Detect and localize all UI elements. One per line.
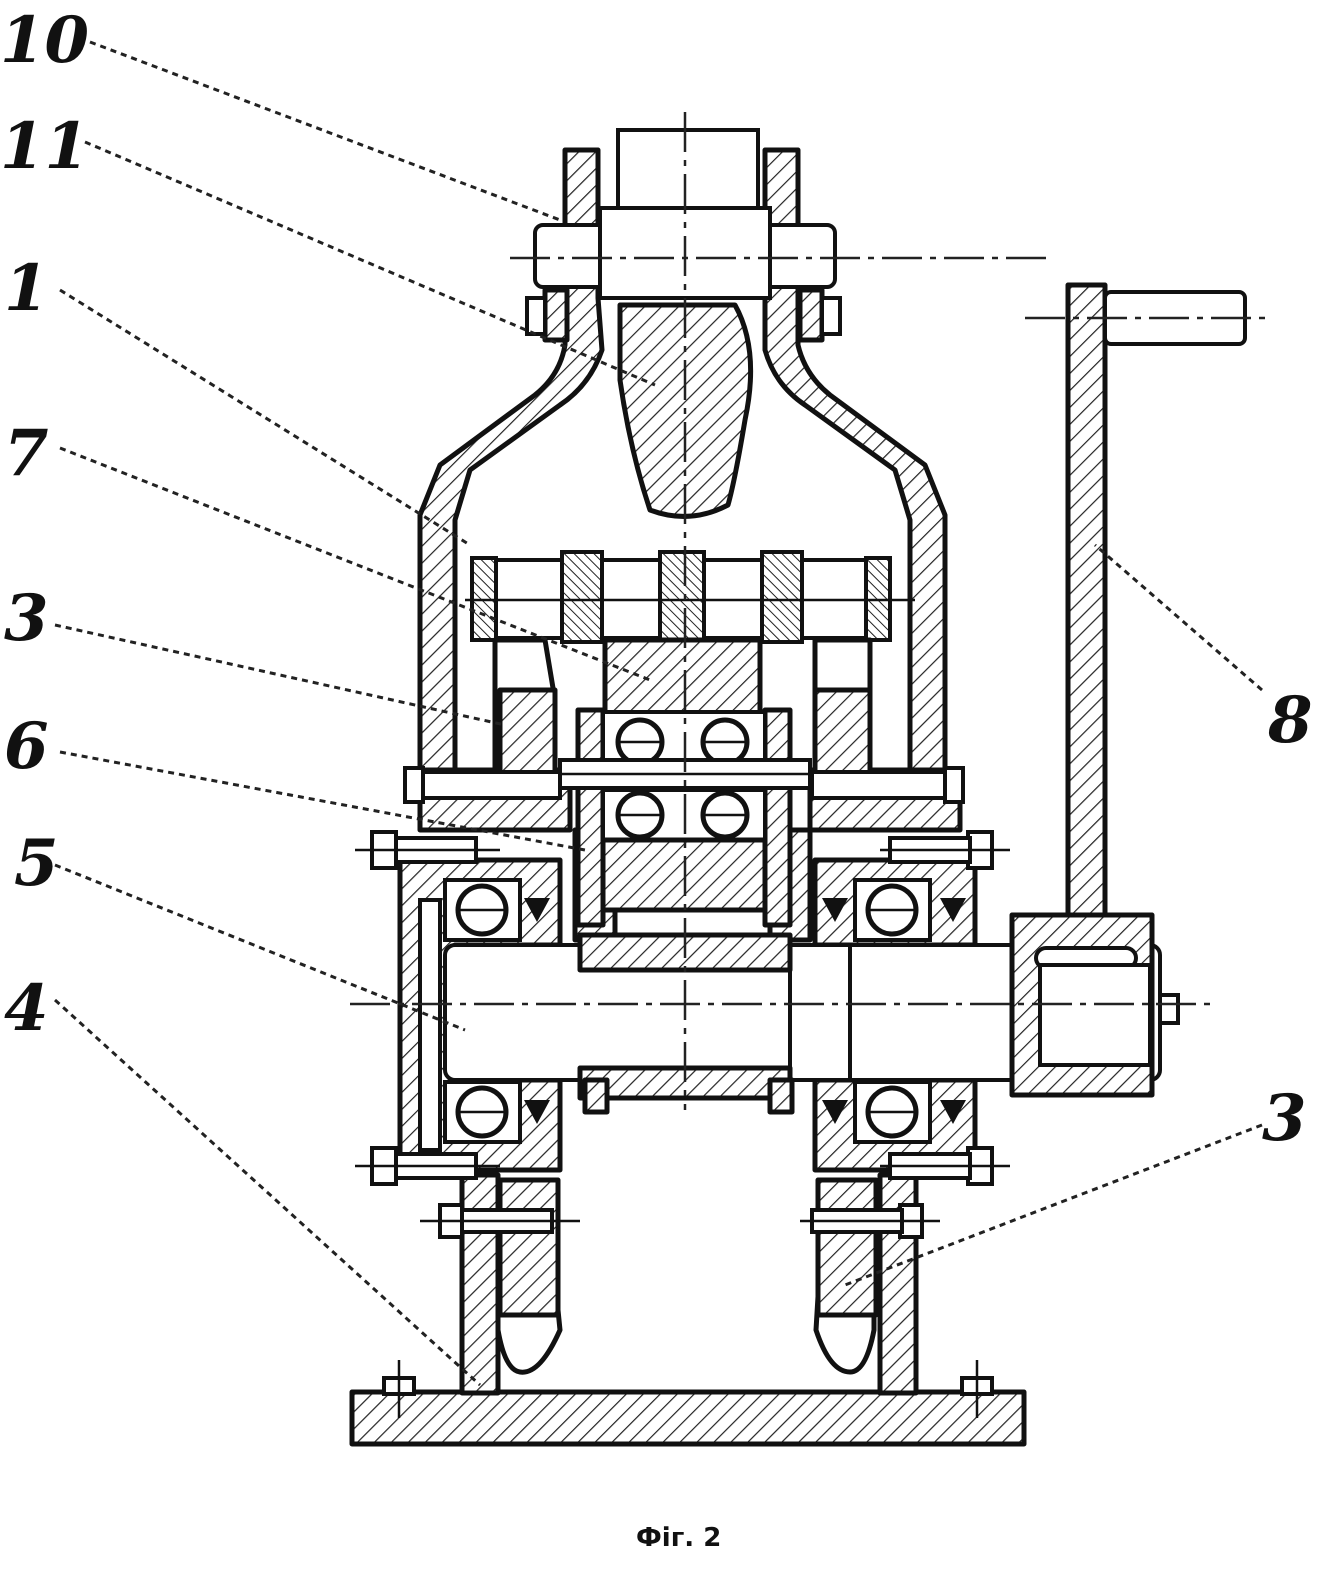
callout-4: 4: [4, 971, 49, 1046]
callout-8: 8: [1267, 683, 1313, 758]
centre-lines: [350, 112, 1215, 1110]
figure-caption: Фіг. 2: [636, 1523, 721, 1553]
callout-11: 11: [0, 109, 89, 184]
callout-10: 10: [0, 3, 89, 78]
leader-lines: [53, 40, 1263, 1387]
callout-labels: 10 11 1 7 3 6 5 4 3 8: [0, 3, 1313, 1156]
shaft-bolts: [355, 830, 1010, 1186]
callout-3-lower: 3: [1262, 1081, 1307, 1156]
callout-7: 7: [4, 416, 49, 491]
anchor-bolt-left: [382, 1360, 416, 1418]
anchor-bolt-right: [960, 1360, 994, 1418]
callout-3-upper: 3: [4, 581, 49, 656]
side-rollers: [492, 637, 873, 778]
ball-bearings: [443, 878, 966, 1144]
base-plate: [349, 1360, 1027, 1447]
callout-1: 1: [4, 251, 49, 326]
callout-5: 5: [14, 826, 59, 901]
crank-handle: [1025, 282, 1270, 918]
gear-row: [465, 550, 915, 723]
callout-6: 6: [4, 709, 49, 784]
lower-bolts: [420, 1203, 940, 1239]
